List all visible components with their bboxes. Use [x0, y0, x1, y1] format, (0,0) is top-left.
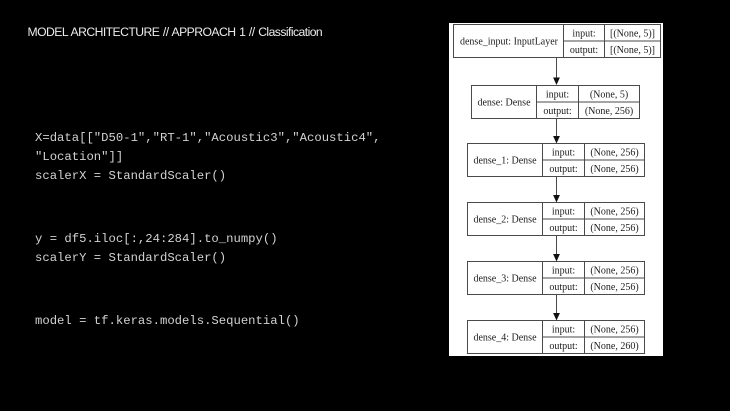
svg-text:(None, 256): (None, 256) — [590, 164, 638, 175]
svg-text:output:: output: — [549, 164, 577, 175]
svg-text:input:: input: — [552, 325, 575, 336]
svg-text:(None, 256): (None, 256) — [590, 148, 638, 159]
svg-text:(None, 256): (None, 256) — [590, 207, 638, 218]
svg-text:dense_input: InputLayer: dense_input: InputLayer — [460, 37, 559, 48]
svg-text:output:: output: — [549, 282, 577, 293]
svg-text:(None, 256): (None, 256) — [590, 266, 638, 277]
svg-text:[(None, 5)]: [(None, 5)] — [610, 45, 655, 56]
svg-text:dense_2: Dense: dense_2: Dense — [473, 215, 537, 226]
svg-text:(None, 256): (None, 256) — [585, 106, 633, 117]
svg-text:output:: output: — [543, 106, 571, 117]
svg-text:(None, 256): (None, 256) — [590, 223, 638, 234]
svg-text:output:: output: — [549, 223, 577, 234]
svg-text:input:: input: — [546, 90, 569, 101]
svg-text:input:: input: — [572, 29, 595, 40]
svg-text:dense: Dense: dense: Dense — [477, 98, 531, 109]
svg-text:output:: output: — [549, 341, 577, 352]
svg-text:(None, 256): (None, 256) — [590, 325, 638, 336]
svg-text:(None, 5): (None, 5) — [590, 90, 628, 101]
svg-text:output:: output: — [570, 45, 598, 56]
svg-text:dense_1: Dense: dense_1: Dense — [473, 156, 537, 167]
svg-text:dense_4: Dense: dense_4: Dense — [473, 333, 537, 344]
svg-text:input:: input: — [552, 266, 575, 277]
svg-text:input:: input: — [552, 148, 575, 159]
svg-text:(None, 260): (None, 260) — [590, 341, 638, 352]
svg-text:input:: input: — [552, 207, 575, 218]
svg-text:[(None, 5)]: [(None, 5)] — [610, 29, 655, 40]
svg-text:(None, 256): (None, 256) — [590, 282, 638, 293]
svg-text:dense_3: Dense: dense_3: Dense — [473, 274, 537, 285]
